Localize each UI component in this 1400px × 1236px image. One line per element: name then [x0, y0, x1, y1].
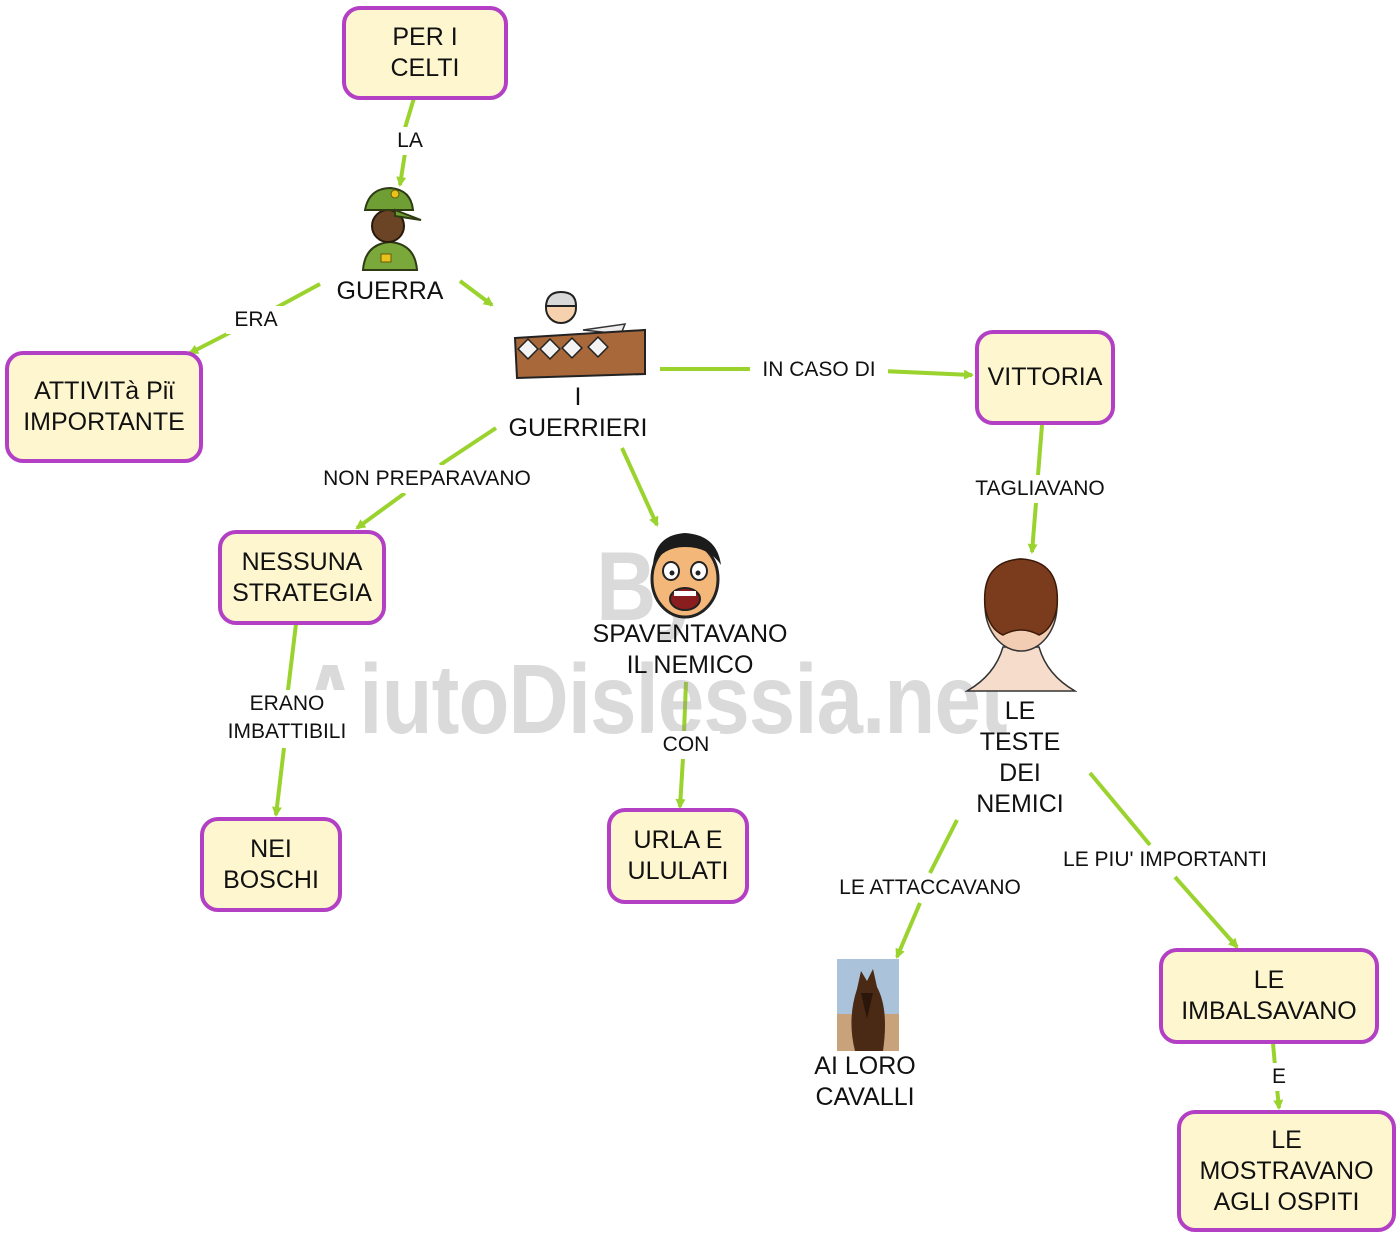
connector-nonprep-in: [438, 426, 498, 467]
connector-tagliavano-in: [1036, 424, 1044, 476]
node-nei-boschi[interactable]: NEI BOSCHI: [200, 817, 342, 912]
node-guerra[interactable]: GUERRA: [336, 277, 444, 305]
node-per-i-celti[interactable]: PER I CELTI: [342, 6, 508, 100]
node-nessuna-strategia[interactable]: NESSUNA STRATEGIA: [218, 530, 386, 625]
link-le-attaccavano: LE ATTACCAVANO: [812, 874, 1048, 902]
link-tagliavano: TAGLIAVANO: [955, 475, 1125, 503]
link-in-caso-di: IN CASO DI: [750, 356, 888, 384]
connector-era-in: [271, 282, 321, 312]
connector-guerrieri-spaventavano: [620, 447, 659, 527]
connector-con-out: [675, 757, 686, 809]
connector-nonprep-out: [355, 491, 407, 530]
connector-la-out: [396, 152, 407, 187]
connector-tagliavano-out: [1027, 502, 1038, 554]
node-guerrieri[interactable]: I GUERRIERI: [508, 383, 648, 442]
connector-con-in: [682, 681, 688, 733]
screaming-face-icon: [650, 533, 721, 619]
connector-e-in: [1271, 1042, 1277, 1067]
connector-piuimportanti-in: [1088, 771, 1152, 847]
connector-e-out: [1273, 1087, 1284, 1110]
connector-incaso-out: [881, 369, 974, 380]
horse-photo: [837, 959, 899, 1051]
node-teste[interactable]: LE TESTE DEI NEMICI: [976, 697, 1064, 818]
warriors-icon: [513, 290, 646, 380]
link-era: ERA: [226, 306, 286, 334]
link-le-piu-importanti: LE PIU' IMPORTANTI: [1040, 846, 1290, 874]
connector-imbattibili-in: [286, 623, 298, 691]
node-spaventavano[interactable]: SPAVENTAVANO IL NEMICO: [592, 620, 788, 679]
node-vittoria[interactable]: VITTORIA: [975, 330, 1115, 425]
node-mostravano[interactable]: LE MOSTRAVANO AGLI OSPITI: [1177, 1110, 1396, 1232]
link-con: CON: [652, 731, 720, 759]
connector-attaccavano-in: [928, 819, 959, 874]
connector-la-in: [403, 97, 416, 129]
soldier-icon: [361, 186, 422, 271]
connector-guerra-guerrieri: [458, 279, 494, 307]
connector-imbattibili-out: [271, 747, 286, 817]
connector-piuimportanti-out: [1173, 875, 1239, 949]
connector-attaccavano-out: [895, 902, 922, 959]
head-back-icon: [965, 558, 1077, 692]
link-la: LA: [388, 127, 432, 155]
node-cavalli[interactable]: AI LORO CAVALLI: [814, 1052, 916, 1111]
node-imbalsavano[interactable]: LE IMBALSAVANO: [1159, 948, 1379, 1044]
link-non-preparavano: NON PREPARAVANO: [300, 465, 554, 493]
link-e: E: [1265, 1063, 1293, 1091]
node-urla[interactable]: URLA E ULULATI: [607, 808, 749, 904]
node-attivita[interactable]: ATTIVITà Piϊ IMPORTANTE: [5, 351, 203, 463]
link-erano-imbattibili: ERANO IMBATTIBILI: [210, 690, 364, 746]
